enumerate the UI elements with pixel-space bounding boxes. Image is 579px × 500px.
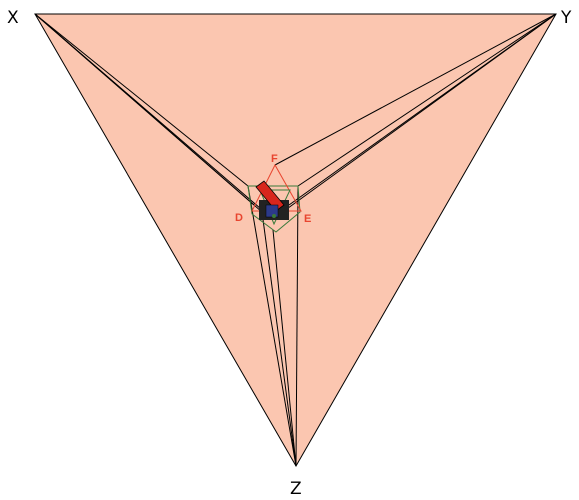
vertex-label-x: X: [7, 8, 19, 28]
point-label-e: E: [304, 213, 311, 225]
lines-from-z: [247, 185, 299, 467]
point-label-f: F: [271, 153, 278, 165]
point-label-d: D: [235, 212, 243, 224]
blue-square: [265, 204, 279, 218]
center-shapes: [255, 180, 289, 220]
inner-hexagon: [247, 185, 301, 233]
vertex-label-y: Y: [560, 8, 572, 28]
red-arrow-shape: [255, 180, 285, 212]
lines-from-y: [274, 13, 557, 212]
vertex-label-z: Z: [290, 479, 302, 499]
center-dot: [272, 214, 276, 218]
lines-from-x: [34, 13, 269, 216]
